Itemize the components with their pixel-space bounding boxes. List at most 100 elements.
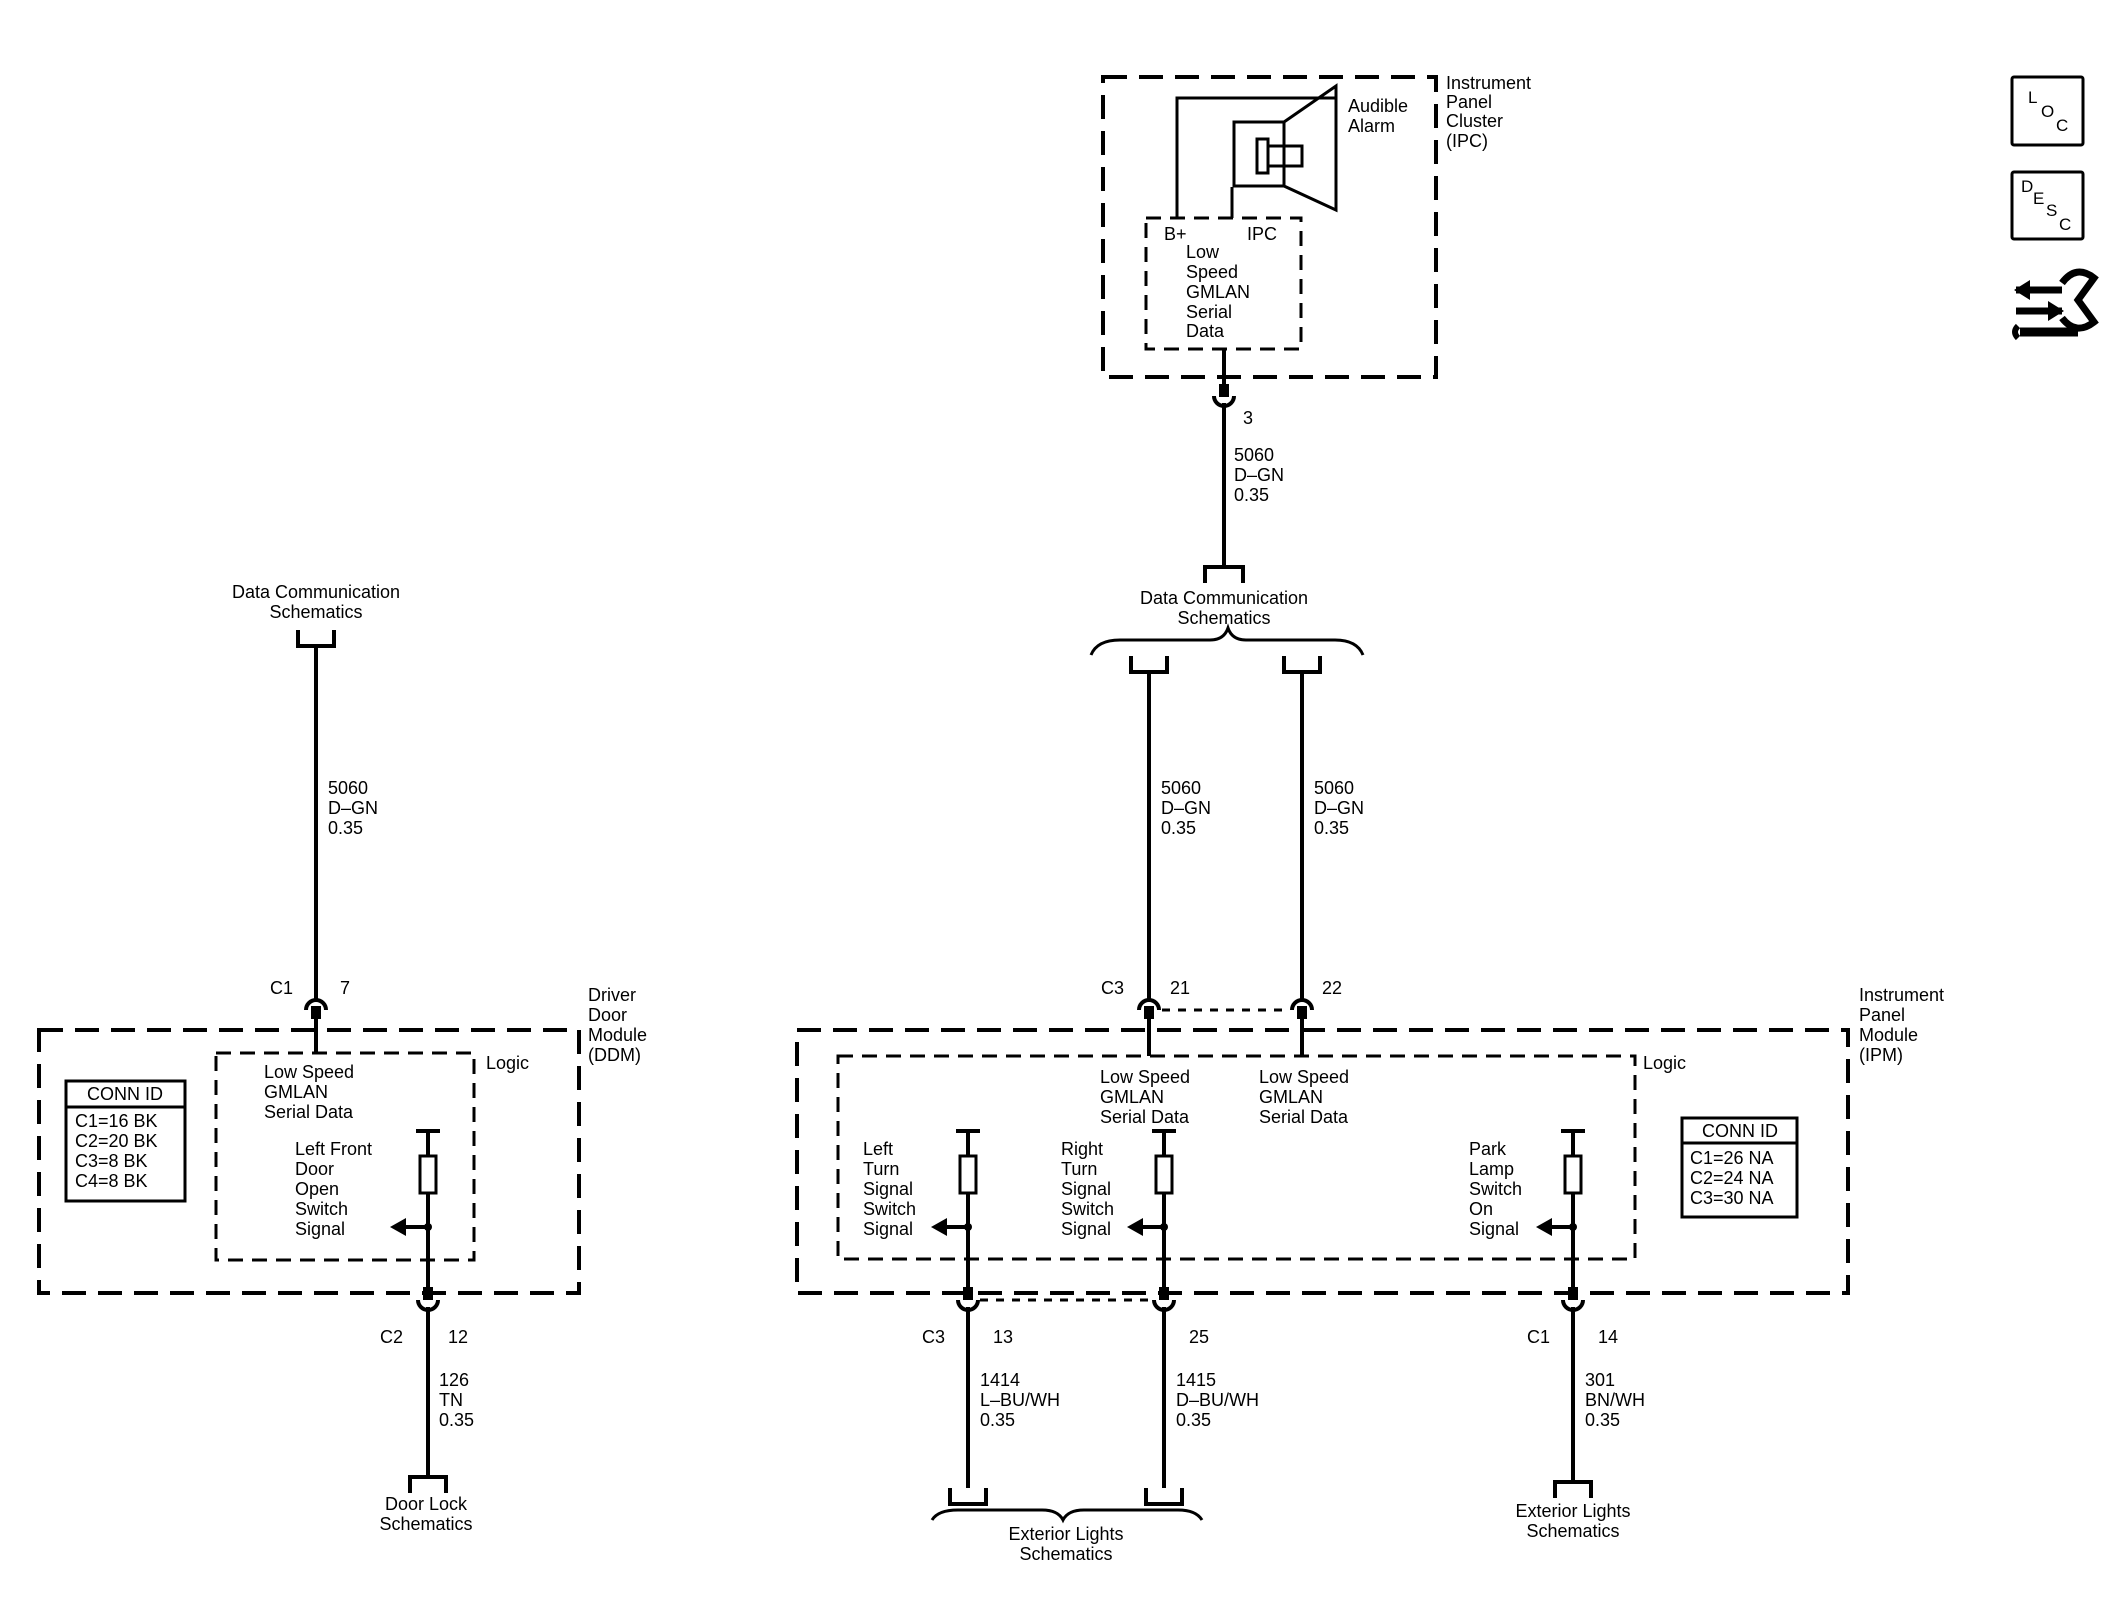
ipc-name-4: (IPC) xyxy=(1446,131,1488,151)
ipm-gmlan-b-1: Low Speed xyxy=(1259,1067,1349,1087)
data-comm-center-1: Data Communication xyxy=(1140,588,1308,608)
ipm-left-1: Left xyxy=(863,1139,893,1159)
signal-arrow-icon xyxy=(1536,1218,1552,1236)
reference-tab-icon xyxy=(1553,1480,1593,1498)
ddm-c2-label: C2 xyxy=(380,1327,403,1347)
ddm-switch-4: Switch xyxy=(295,1199,348,1219)
reference-tab-icon xyxy=(1129,656,1169,674)
ipc-wire-gauge: 0.35 xyxy=(1234,485,1269,505)
desc-letter-d: D xyxy=(2021,177,2033,196)
ipm-gmlan-b-3: Serial Data xyxy=(1259,1107,1349,1127)
ipm-conn-row-2: C2=24 NA xyxy=(1690,1168,1774,1188)
ddm-c1-pin: 7 xyxy=(340,978,350,998)
ipm-module: Instrument Panel Module (IPM) Logic Low … xyxy=(795,985,1944,1564)
ipc-signal-3: GMLAN xyxy=(1186,282,1250,302)
ddm-boundary xyxy=(37,1028,581,1295)
ipc-name-2: Panel xyxy=(1446,92,1492,112)
ipm-park-lamp-circuit: Park Lamp Switch On Signal xyxy=(1469,1129,1585,1298)
ddm-out-circuit: 126 xyxy=(439,1370,469,1390)
reference-tab-icon xyxy=(948,1488,988,1506)
ipm-park-1: Park xyxy=(1469,1139,1507,1159)
ipm-right-4: Switch xyxy=(1061,1199,1114,1219)
ipm-left-2: Turn xyxy=(863,1159,899,1179)
ipm-right-5: Signal xyxy=(1061,1219,1111,1239)
ipm-pin-14: 14 xyxy=(1598,1327,1618,1347)
ddm-conn-row-3: C3=8 BK xyxy=(75,1151,148,1171)
data-comm-left-1: Data Communication xyxy=(232,582,400,602)
ddm-logic-label: Logic xyxy=(486,1053,529,1073)
ddm-switch-1: Left Front xyxy=(295,1139,372,1159)
ddm-out-gauge: 0.35 xyxy=(439,1410,474,1430)
signal-arrow-icon xyxy=(390,1218,406,1236)
ipm-name-3: Module xyxy=(1859,1025,1918,1045)
door-lock-ref-1: Door Lock xyxy=(385,1494,468,1514)
ddm-conn-row-2: C2=20 BK xyxy=(75,1131,158,1151)
connector-pin-icon xyxy=(304,998,328,1011)
ipc-signal-2: Speed xyxy=(1186,262,1238,282)
ipm-left-4: Switch xyxy=(863,1199,916,1219)
ipc-pin-ipc: IPC xyxy=(1247,224,1277,244)
ipm-conn-id-table: CONN ID C1=26 NA C2=24 NA C3=30 NA xyxy=(1680,1116,1799,1219)
reference-tab-icon xyxy=(1282,656,1322,674)
reference-tab-icon xyxy=(1144,1488,1184,1506)
ipm-in-b-circuit: 5060 xyxy=(1314,778,1354,798)
ipm-in-b-color: D–GN xyxy=(1314,798,1364,818)
loc-view-icon[interactable]: L O C xyxy=(2010,75,2085,147)
ipc-boundary xyxy=(1101,75,1438,379)
ipm-data-inputs: 5060 D–GN 0.35 5060 D–GN 0.35 C3 21 22 xyxy=(1101,656,1364,1056)
pullup-resistor-icon xyxy=(418,1154,438,1195)
ipm-gmlan-a-1: Low Speed xyxy=(1100,1067,1190,1087)
park-wire-gauge: 0.35 xyxy=(1585,1410,1620,1430)
desc-view-icon[interactable]: D E S C xyxy=(2010,170,2085,241)
ddm-switch-2: Door xyxy=(295,1159,334,1179)
right-wire-color: D–BU/WH xyxy=(1176,1390,1259,1410)
ddm-conn-row-4: C4=8 BK xyxy=(75,1171,148,1191)
reference-tab-icon xyxy=(408,1475,448,1493)
ipm-in-a-color: D–GN xyxy=(1161,798,1211,818)
ipm-left-5: Signal xyxy=(863,1219,913,1239)
reference-brace xyxy=(1089,623,1365,656)
connector-wrench-icon[interactable] xyxy=(2012,268,2099,341)
ipm-in-a-circuit: 5060 xyxy=(1161,778,1201,798)
ipc-pin-number: 3 xyxy=(1243,408,1253,428)
ipm-park-2: Lamp xyxy=(1469,1159,1514,1179)
right-wire-circuit: 1415 xyxy=(1176,1370,1216,1390)
ddm-gmlan-1: Low Speed xyxy=(264,1062,354,1082)
pullup-resistor-icon xyxy=(1154,1154,1174,1195)
ipm-boundary xyxy=(795,1028,1850,1295)
loc-letter-o: O xyxy=(2041,102,2054,121)
ddm-conn-id-table: CONN ID C1=16 BK C2=20 BK C3=8 BK C4=8 B… xyxy=(64,1079,187,1203)
audible-alarm-icon xyxy=(1232,83,1338,213)
ddm-gmlan-3: Serial Data xyxy=(264,1102,354,1122)
ext-lights-right-2: Schematics xyxy=(1526,1521,1619,1541)
ddm-out-color: TN xyxy=(439,1390,463,1410)
ipm-pin-21: 21 xyxy=(1170,978,1190,998)
ipm-in-b-gauge: 0.35 xyxy=(1314,818,1349,838)
desc-letter-e: E xyxy=(2033,189,2044,208)
ddm-in-gauge: 0.35 xyxy=(328,818,363,838)
ipm-park-5: Signal xyxy=(1469,1219,1519,1239)
signal-arrow-icon xyxy=(1127,1218,1143,1236)
ipm-logic-label: Logic xyxy=(1643,1053,1686,1073)
ddm-module: Data Communication Schematics 5060 D–GN … xyxy=(37,582,647,1534)
ipc-signal-1: Low xyxy=(1186,242,1220,262)
ipm-left-3: Signal xyxy=(863,1179,913,1199)
ipm-park-4: On xyxy=(1469,1199,1493,1219)
alarm-label-2: Alarm xyxy=(1348,116,1395,136)
park-wire-color: BN/WH xyxy=(1585,1390,1645,1410)
ipc-wire-circuit: 5060 xyxy=(1234,445,1274,465)
reference-brace xyxy=(930,1508,1204,1524)
ddm-switch-5: Signal xyxy=(295,1219,345,1239)
signal-arrow-icon xyxy=(931,1218,947,1236)
ddm-name-2: Door xyxy=(588,1005,627,1025)
ipc-wire-color: D–GN xyxy=(1234,465,1284,485)
ddm-name-1: Driver xyxy=(588,985,636,1005)
ipm-name-2: Panel xyxy=(1859,1005,1905,1025)
ipm-right-turn-circuit: Right Turn Signal Switch Signal xyxy=(1061,1129,1176,1298)
desc-letter-c: C xyxy=(2059,215,2071,234)
ipm-pin-25: 25 xyxy=(1189,1327,1209,1347)
ipm-pin-13: 13 xyxy=(993,1327,1013,1347)
ipc-name-3: Cluster xyxy=(1446,111,1503,131)
pullup-resistor-icon xyxy=(1563,1154,1583,1195)
